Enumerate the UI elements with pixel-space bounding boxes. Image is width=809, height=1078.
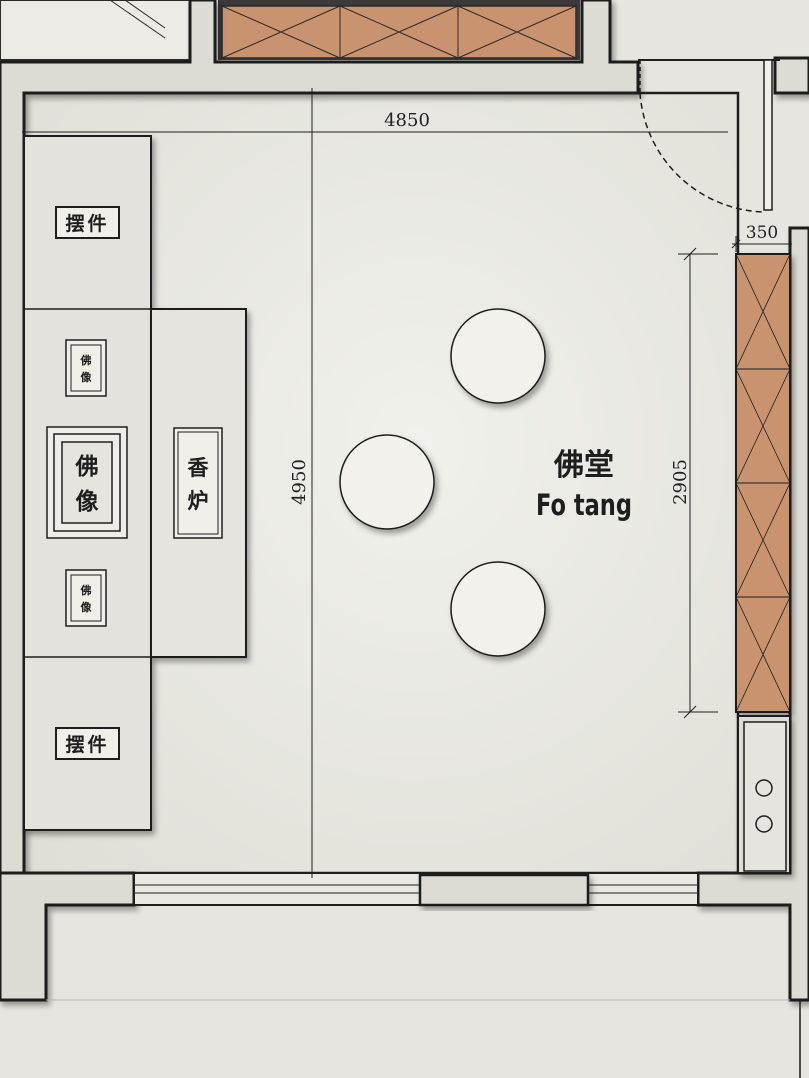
dimension-cabinet bbox=[678, 247, 718, 719]
buddha-statue-small-bottom: 佛 像 bbox=[65, 569, 107, 627]
buddha-statue-main: 佛 像 bbox=[46, 426, 128, 539]
buddha-small-bottom-char-2: 像 bbox=[81, 600, 93, 614]
knob-bottom bbox=[755, 815, 773, 833]
dimension-cabinet-label: 2905 bbox=[670, 459, 691, 505]
top-left-room bbox=[0, 0, 191, 61]
cushions bbox=[339, 308, 546, 657]
buddha-main-char-1: 佛 bbox=[75, 454, 99, 480]
dimension-door-offset bbox=[731, 236, 792, 252]
dimension-depth-label: 4950 bbox=[289, 459, 310, 505]
buddha-small-bottom-char-1: 佛 bbox=[80, 583, 92, 597]
room-name-en: Fo tang bbox=[536, 488, 632, 522]
dimension-width-label: 4850 bbox=[384, 110, 430, 131]
ornament-top: 摆件 bbox=[55, 206, 120, 239]
ornament-top-label: 摆件 bbox=[65, 212, 109, 235]
buddha-small-top-char-2: 像 bbox=[81, 370, 93, 384]
buddha-main-char-2: 像 bbox=[76, 488, 100, 515]
incense-burner: 香 炉 bbox=[173, 427, 223, 539]
dimension-door-offset-label: 350 bbox=[746, 223, 778, 243]
cushion-middle bbox=[339, 434, 435, 530]
right-lower-cabinet bbox=[737, 715, 791, 874]
buddha-statue-small-top: 佛 像 bbox=[65, 339, 107, 397]
ornament-bottom-label: 摆件 bbox=[65, 733, 109, 756]
top-wardrobe bbox=[218, 0, 580, 60]
dimension-width bbox=[22, 88, 728, 878]
bottom-window bbox=[133, 872, 699, 907]
buddha-small-top-char-1: 佛 bbox=[80, 353, 92, 367]
incense-burner-char-1: 香 bbox=[188, 456, 210, 480]
cushion-bottom bbox=[450, 561, 546, 657]
entry-door bbox=[638, 59, 780, 213]
incense-burner-char-2: 炉 bbox=[188, 489, 209, 513]
ornament-bottom: 摆件 bbox=[55, 727, 120, 760]
knob-top bbox=[755, 779, 773, 797]
room-name-cn: 佛堂 bbox=[553, 448, 614, 483]
cushion-top bbox=[450, 308, 546, 404]
right-tall-cabinet bbox=[735, 253, 791, 713]
